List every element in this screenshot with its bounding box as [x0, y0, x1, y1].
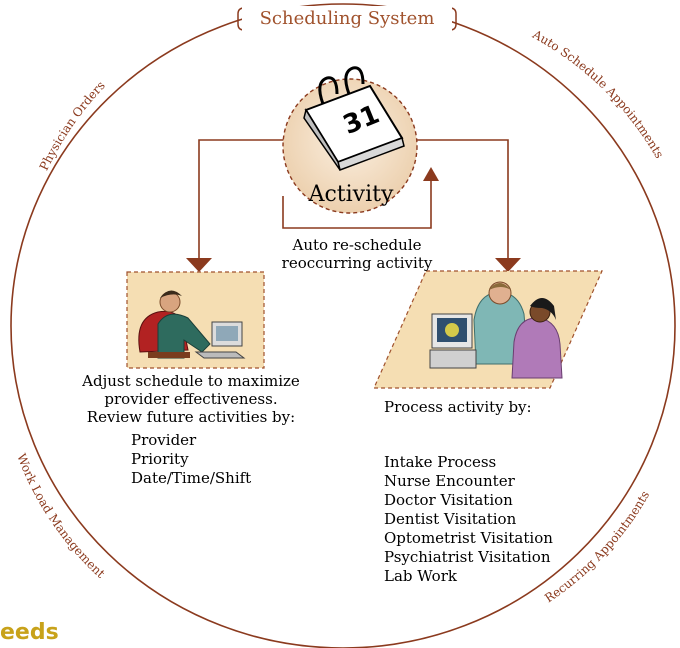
list-item: Doctor Visitation — [384, 491, 513, 509]
ring-label-recurring: Recurring Appointments — [542, 488, 652, 605]
ring-label-work-load: Work Load Management — [14, 452, 108, 581]
left-panel-heading: Adjust schedule to maximize provider eff… — [56, 372, 326, 426]
flow-arrows — [198, 139, 509, 258]
list-item: Lab Work — [384, 567, 457, 585]
arrowhead-left — [186, 258, 212, 272]
list-item: Date/Time/Shift — [131, 469, 252, 487]
ring-label-auto-schedule: Auto Schedule Appointments — [529, 27, 666, 161]
list-item: Priority — [131, 450, 189, 468]
activity-label: Activity — [308, 182, 394, 207]
right-panel-list: Intake Process Nurse Encounter Doctor Vi… — [384, 453, 553, 586]
list-item: Optometrist Visitation — [384, 529, 553, 547]
corner-text: eeds — [0, 620, 59, 645]
right-panel-heading: Process activity by: — [384, 398, 532, 416]
ring-label-physician-orders: Physician Orders — [37, 78, 108, 172]
list-item: Intake Process — [384, 453, 497, 471]
left-heading-line3: Review future activities by: — [86, 408, 296, 426]
list-item: Dentist Visitation — [384, 510, 517, 528]
outer-ring — [10, 3, 676, 648]
arrowhead-loop — [423, 167, 439, 181]
left-heading-line2: provider effectiveness. — [104, 390, 278, 408]
loop-note-line2: reoccurring activity — [281, 254, 433, 272]
calendar-icon: 31 — [303, 66, 405, 171]
left-heading-line1: Adjust schedule to maximize — [82, 372, 300, 390]
doctor-and-nurse-illustration — [429, 281, 563, 379]
businessman-at-computer-illustration — [138, 290, 246, 359]
title-bracket — [237, 7, 457, 31]
loop-note-line1: Auto re-schedule — [292, 236, 422, 254]
arrowhead-right — [495, 258, 521, 272]
diagram-title: Scheduling System — [242, 6, 452, 32]
left-panel-list: Provider Priority Date/Time/Shift — [131, 431, 251, 488]
list-item: Psychiatrist Visitation — [384, 548, 551, 566]
list-item: Provider — [131, 431, 197, 449]
loop-note: Auto re-schedule reoccurring activity — [262, 236, 452, 272]
list-item: Nurse Encounter — [384, 472, 515, 490]
